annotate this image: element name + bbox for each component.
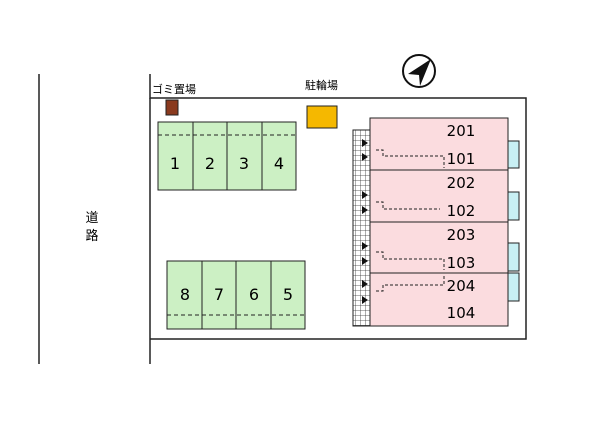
room-201: 201	[447, 122, 476, 140]
parking-space-2: 2	[205, 154, 215, 173]
garbage-label: ゴミ置場	[152, 82, 196, 96]
parking-space-1: 1	[170, 154, 180, 173]
parking-space-8: 8	[180, 285, 190, 304]
bicycle-parking-box	[306, 105, 338, 129]
room-202: 202	[447, 174, 476, 192]
parking-space-4: 4	[274, 154, 284, 173]
parking-top-row: 1 2 3 4	[157, 121, 297, 191]
room-203: 203	[447, 226, 476, 244]
balcony-4	[507, 272, 520, 302]
room-labels: 201 101 202 102 203 103 204 104	[447, 122, 476, 322]
parking-space-7: 7	[214, 285, 224, 304]
room-204: 204	[447, 277, 476, 295]
building	[369, 117, 509, 327]
room-103: 103	[447, 254, 476, 272]
stair-paths	[376, 149, 445, 292]
parking-space-6: 6	[249, 285, 259, 304]
road-label-1: 道	[85, 211, 98, 226]
balcony-2	[507, 191, 520, 221]
room-101: 101	[447, 150, 476, 168]
parking-space-5: 5	[283, 285, 293, 304]
room-104: 104	[447, 304, 476, 322]
garbage-box	[165, 99, 179, 116]
parking-space-3: 3	[239, 154, 249, 173]
north-arrow-icon	[402, 54, 436, 88]
room-102: 102	[447, 202, 476, 220]
entrance-arrows	[362, 139, 368, 304]
parking-bottom-row: 8 7 6 5	[166, 260, 306, 330]
road-label-2: 路	[85, 228, 98, 244]
balcony-3	[507, 242, 520, 272]
site-boundary	[149, 74, 527, 340]
balcony-1	[507, 140, 520, 169]
balconies	[507, 140, 520, 302]
bicycle-label: 駐輪場	[305, 78, 338, 92]
corridor-strip	[352, 129, 371, 327]
